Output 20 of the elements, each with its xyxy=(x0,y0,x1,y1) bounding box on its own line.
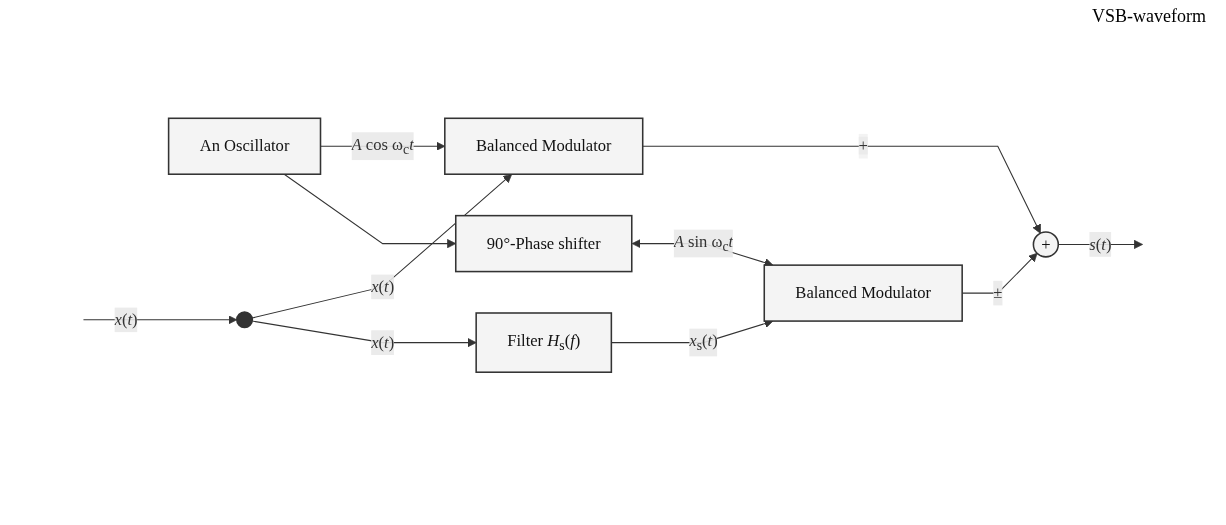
edge-label: x(t) xyxy=(371,333,395,351)
edge-label: s(t) xyxy=(1089,234,1112,253)
edge-label: A cos ω$_{c}$t xyxy=(351,135,414,157)
output-label: VSB-waveform xyxy=(1092,6,1206,27)
edge-label: + xyxy=(858,136,868,155)
node-circle xyxy=(236,311,254,329)
edge-label: A sin ω$_{c}$t xyxy=(673,232,734,255)
arrow xyxy=(251,320,477,347)
node-box: 90°-Phase shifter xyxy=(455,214,633,273)
edge-label: ± xyxy=(993,283,1003,302)
node-box: Filter H$_{s}$(f) xyxy=(475,311,613,373)
arrow xyxy=(642,145,1041,234)
node-circle: + xyxy=(1032,230,1060,258)
node-box: Balanced Modulator xyxy=(444,117,644,175)
edge-label: x(t) xyxy=(371,277,395,295)
arrow xyxy=(251,173,513,319)
node-box: Balanced Modulator xyxy=(763,264,963,322)
edge-label: x$_{s}$(t) xyxy=(689,331,718,354)
node-box: An Oscillator xyxy=(167,117,322,175)
edge-label: x(t) xyxy=(114,310,138,328)
